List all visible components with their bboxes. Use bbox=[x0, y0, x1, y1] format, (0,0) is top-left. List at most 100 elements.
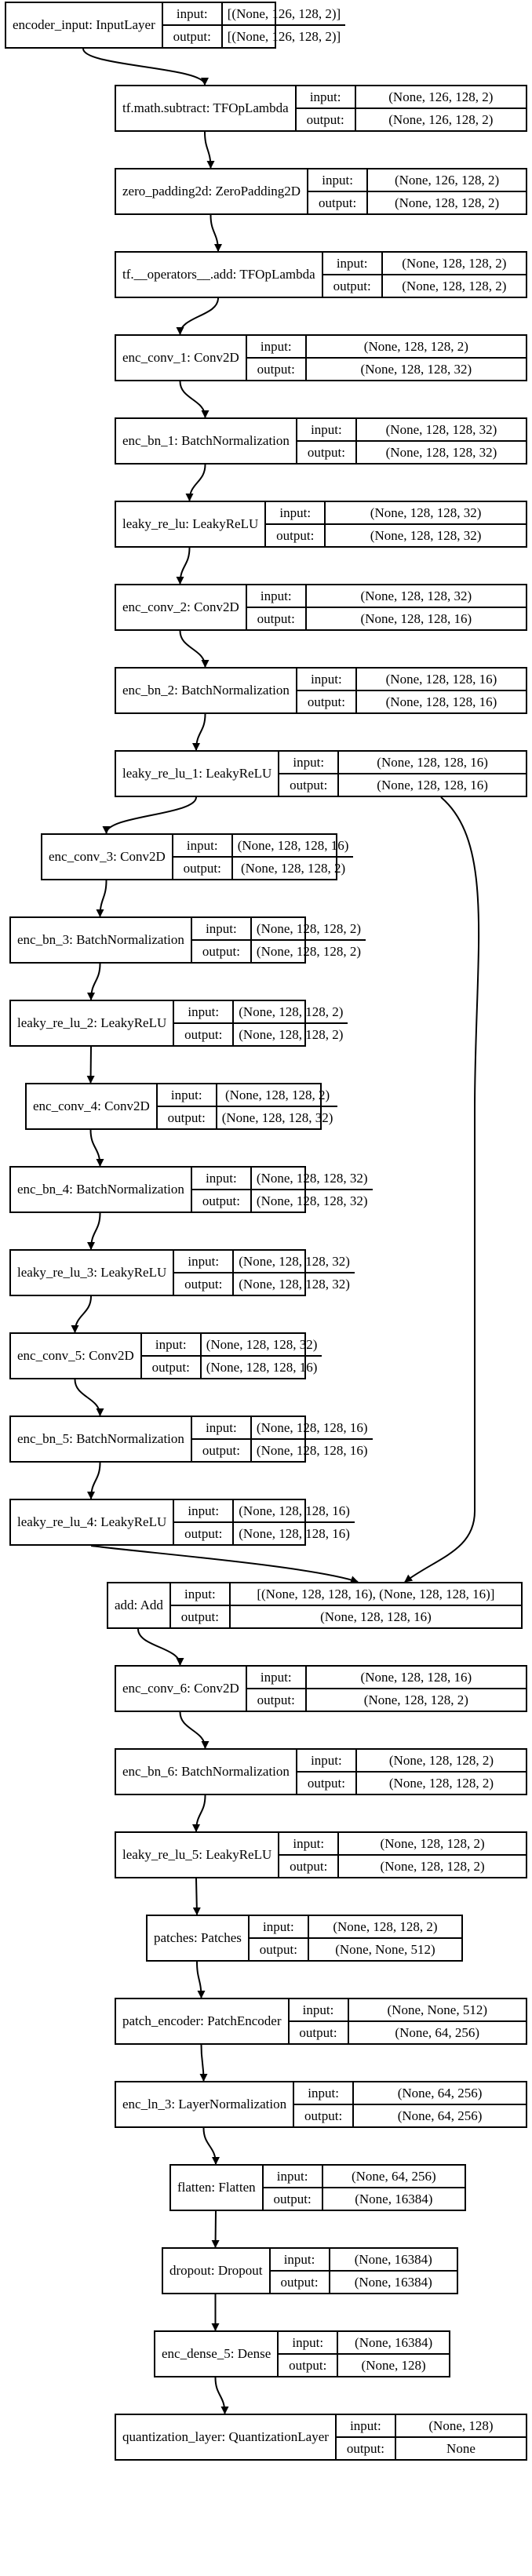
layer-name: quantization_layer: QuantizationLayer bbox=[116, 2415, 337, 2459]
layer-name: leaky_re_lu_2: LeakyReLU bbox=[11, 1001, 175, 1045]
output-label: output: bbox=[250, 1939, 309, 1960]
output-row: output:(None, 16384) bbox=[270, 2270, 457, 2293]
edge-tf-operators-add-to-enc-conv-1 bbox=[176, 297, 219, 335]
layer-io: input:(None, 128, 128, 16)output:(None, … bbox=[279, 752, 526, 796]
layer-io: input:(None, 128, 128, 2)output:(None, N… bbox=[249, 1916, 461, 1960]
edge-enc-bn-5-to-leaky-re-lu-4 bbox=[87, 1462, 101, 1499]
layer-io: input:(None, 128, 128, 32)output:(None, … bbox=[246, 585, 526, 629]
edge-patches-to-patch-encoder bbox=[196, 1961, 206, 1998]
layer-io: input:(None, 128)output:None bbox=[336, 2415, 526, 2459]
input-shape: (None, 128, 128, 32) bbox=[360, 588, 472, 603]
edge-leaky-re-lu-1-to-enc-conv-3 bbox=[102, 796, 197, 834]
output-shape: (None, 128, 128, 2) bbox=[240, 860, 346, 876]
output-shape: (None, 128, 128, 32) bbox=[385, 444, 497, 460]
output-row: output:(None, 128) bbox=[279, 2353, 449, 2376]
output-row: output:(None, 64, 256) bbox=[294, 2104, 526, 2126]
layer-name: tf.math.subtract: TFOpLambda bbox=[116, 86, 297, 130]
edge-enc-conv-5-to-enc-bn-5 bbox=[74, 1379, 104, 1416]
input-label: input: bbox=[294, 2082, 355, 2104]
output-shape: (None, 128, 128, 2) bbox=[256, 943, 362, 959]
input-shape: (None, 126, 128, 2) bbox=[394, 172, 500, 188]
edge-leaky-re-lu-2-to-enc-conv-4 bbox=[86, 1046, 95, 1084]
layer-io: input:(None, 16384)output:(None, 16384) bbox=[270, 2249, 457, 2293]
output-shape: (None, 128, 128, 32) bbox=[221, 1109, 333, 1125]
edge-leaky-re-lu-to-enc-conv-2 bbox=[176, 547, 191, 585]
edge-leaky-re-lu-5-to-patches bbox=[192, 1878, 201, 1915]
input-shape: (None, 128, 128, 32) bbox=[239, 1253, 350, 1269]
input-label: input: bbox=[279, 752, 340, 773]
edge-leaky-re-lu-1-to-add bbox=[404, 796, 480, 1583]
layer-io: input:(None, 128, 128, 2)output:(None, 1… bbox=[174, 1001, 348, 1045]
input-label: input: bbox=[192, 918, 252, 939]
output-shape: (None, 128, 128, 16) bbox=[239, 1525, 350, 1541]
output-label: output: bbox=[247, 608, 307, 629]
input-row: input:[(None, 128, 128, 16), (None, 128,… bbox=[171, 1583, 521, 1605]
output-row: output: (None, 16384) bbox=[263, 2187, 465, 2210]
layer-name: leaky_re_lu_5: LeakyReLU bbox=[116, 1833, 280, 1877]
input-label: input: bbox=[297, 1750, 357, 1771]
output-shape: (None, 128, 128, 2) bbox=[363, 1692, 468, 1707]
input-label: input: bbox=[279, 2332, 339, 2353]
input-label: input: bbox=[250, 1916, 309, 1937]
output-label: output: bbox=[323, 275, 383, 297]
output-shape: (None, 16384) bbox=[355, 2191, 433, 2206]
output-row: output:(None, 128, 128, 2) bbox=[191, 939, 366, 962]
layer-io: input:(None, 126, 128, 2)output:(None, 1… bbox=[296, 86, 526, 130]
edge-enc-conv-6-to-enc-bn-6 bbox=[179, 1711, 210, 1749]
input-row: input:(None, 128, 128, 32) bbox=[266, 502, 526, 523]
layer-name: enc_ln_3: LayerNormalization bbox=[116, 2082, 295, 2126]
input-label: input: bbox=[247, 585, 307, 607]
layer-name: enc_conv_6: Conv2D bbox=[116, 1667, 247, 1711]
output-shape: (None, 128, 128, 32) bbox=[370, 527, 482, 543]
output-row: output:(None, 126, 128, 2) bbox=[296, 107, 526, 130]
input-shape: (None, 128, 128, 32) bbox=[370, 505, 482, 520]
input-label: input: bbox=[174, 1500, 235, 1521]
input-label: input: bbox=[271, 2249, 330, 2270]
layer-name: enc_dense_5: Dense bbox=[155, 2332, 279, 2376]
output-label: output: bbox=[297, 1773, 357, 1794]
layer-name: enc_conv_3: Conv2D bbox=[42, 835, 173, 879]
input-shape: (None, 128, 128, 2) bbox=[333, 1918, 438, 1934]
output-shape: (None, 126, 128, 2) bbox=[388, 111, 494, 127]
output-row: output:(None, 128, 128, 32) bbox=[246, 357, 526, 380]
layer-name: enc_bn_3: BatchNormalization bbox=[11, 918, 192, 962]
layer-name: add: Add bbox=[108, 1583, 171, 1627]
output-label: output: bbox=[163, 26, 223, 47]
output-row: output:(None, 128, 128, 2) bbox=[308, 191, 526, 213]
output-label: output: bbox=[264, 2188, 323, 2210]
output-shape: (None, 128, 128, 2) bbox=[388, 1775, 494, 1791]
output-shape: (None, 128, 128, 16) bbox=[206, 1359, 318, 1375]
input-label: input: bbox=[192, 1168, 252, 1189]
input-label: input: bbox=[174, 1251, 235, 1272]
output-row: output:(None, 128, 128, 32) bbox=[191, 1189, 373, 1211]
layer-io: input:(None, 64, 256)output:(None, 64, 2… bbox=[294, 2082, 526, 2126]
input-shape: (None, 128, 128, 2) bbox=[239, 1004, 344, 1019]
output-row: output:(None, 128, 128, 2) bbox=[322, 274, 526, 297]
input-shape: (None, 128, 128, 16) bbox=[239, 1503, 350, 1518]
layer-name: enc_conv_5: Conv2D bbox=[11, 1334, 142, 1378]
layer-io: input:(None, 128, 128, 2)output:(None, 1… bbox=[246, 336, 526, 380]
output-label: output: bbox=[266, 525, 326, 546]
output-row: output:(None, 128, 128, 16) bbox=[279, 773, 526, 796]
input-label: input: bbox=[279, 1833, 340, 1854]
output-row: output:(None, 128, 128, 2) bbox=[246, 1688, 526, 1711]
output-label: output: bbox=[279, 774, 340, 796]
input-row: input:(None, 128, 128, 2) bbox=[323, 253, 526, 274]
layer-name: leaky_re_lu_1: LeakyReLU bbox=[116, 752, 280, 796]
input-label: input: bbox=[297, 669, 357, 690]
input-row: input:(None, 128, 128, 2) bbox=[247, 336, 526, 357]
layer-name: enc_conv_4: Conv2D bbox=[27, 1084, 158, 1128]
input-row: input:(None, 128, 128, 32) bbox=[297, 419, 526, 440]
